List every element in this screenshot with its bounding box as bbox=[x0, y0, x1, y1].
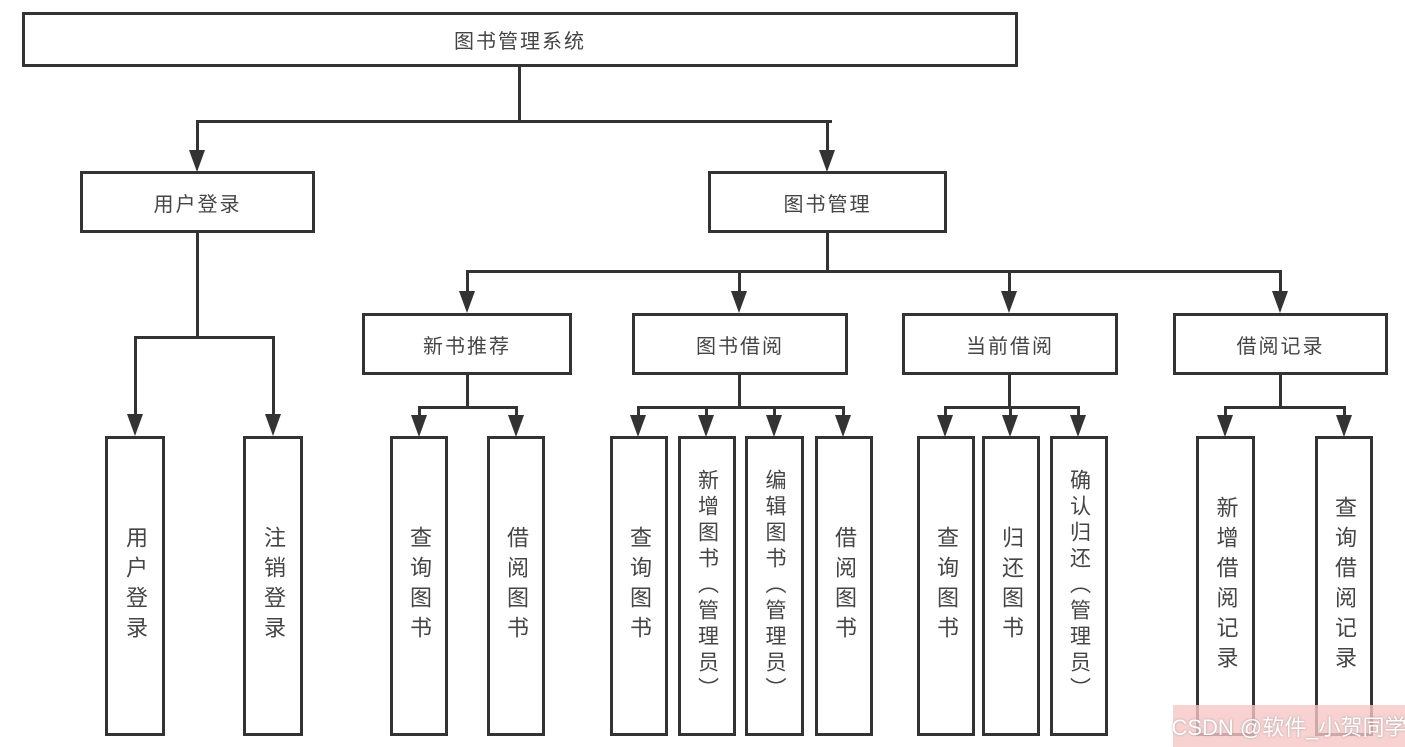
connector-arrow bbox=[1070, 415, 1086, 437]
connector-line bbox=[418, 406, 421, 418]
leaf-cb-confirm-return-admin: 确认归还（管理员） bbox=[1050, 436, 1108, 736]
connector-arrow bbox=[766, 415, 782, 437]
node-label: 注销登录 bbox=[261, 526, 286, 646]
node-label: 借阅图书 bbox=[504, 526, 529, 646]
connector-line bbox=[1279, 270, 1282, 293]
connector-arrow bbox=[937, 415, 953, 437]
connector-arrow bbox=[731, 291, 747, 313]
connector-arrow bbox=[1272, 291, 1288, 313]
connector-line bbox=[196, 233, 199, 338]
node-label: 图书管理 bbox=[783, 193, 872, 216]
connector-arrow bbox=[1217, 415, 1233, 437]
leaf-cb-return-books: 归还图书 bbox=[982, 436, 1040, 736]
connector-arrow bbox=[127, 414, 143, 436]
csdn-watermark-text: CSDN @软件_小贺同学 bbox=[1171, 715, 1405, 740]
connector-line bbox=[196, 120, 832, 123]
connector-arrow bbox=[1002, 415, 1018, 437]
connector-arrow bbox=[698, 415, 714, 437]
leaf-br-add-record: 新增借阅记录 bbox=[1196, 436, 1255, 736]
node-label: 新书推荐 bbox=[423, 335, 511, 358]
node-book-borrow: 图书借阅 bbox=[632, 313, 848, 375]
connector-arrow bbox=[630, 415, 646, 437]
connector-line bbox=[1009, 406, 1012, 418]
node-label: 查询图书 bbox=[407, 526, 432, 646]
leaf-br-query-record: 查询借阅记录 bbox=[1315, 436, 1373, 736]
node-new-book-recommend: 新书推荐 bbox=[362, 313, 572, 375]
connector-line bbox=[773, 406, 776, 418]
connector-line bbox=[196, 120, 199, 152]
connector-line bbox=[705, 406, 708, 418]
connector-line bbox=[637, 406, 640, 418]
connector-line bbox=[134, 336, 275, 339]
node-book-management: 图书管理 bbox=[708, 171, 947, 233]
connector-line bbox=[637, 406, 845, 409]
connector-line bbox=[826, 233, 829, 272]
leaf-bb-borrow-books: 借阅图书 bbox=[815, 436, 873, 736]
node-label: 查询图书 bbox=[934, 526, 959, 646]
connector-arrow bbox=[819, 150, 835, 172]
connector-line bbox=[466, 270, 469, 293]
connector-line bbox=[738, 375, 741, 409]
node-label: 用户登录 bbox=[123, 526, 148, 646]
node-user-login: 用户登录 bbox=[80, 171, 315, 233]
connector-line bbox=[1008, 375, 1011, 409]
connector-arrow bbox=[835, 415, 851, 437]
node-label: 查询借阅记录 bbox=[1332, 496, 1357, 676]
leaf-rec-borrow-books: 借阅图书 bbox=[487, 436, 545, 736]
connector-line bbox=[1343, 406, 1346, 418]
leaf-user-login: 用户登录 bbox=[105, 436, 165, 736]
connector-arrow bbox=[508, 415, 524, 437]
connector-arrow bbox=[1001, 291, 1017, 313]
connector-line bbox=[1077, 406, 1080, 418]
node-label: 当前借阅 bbox=[966, 335, 1054, 358]
node-label: 图书管理系统 bbox=[454, 31, 586, 53]
connector-arrow bbox=[411, 415, 427, 437]
node-label: 用户登录 bbox=[153, 193, 242, 216]
connector-line bbox=[272, 336, 275, 416]
connector-line bbox=[418, 406, 518, 409]
connector-line bbox=[842, 406, 845, 418]
connector-arrow bbox=[265, 414, 281, 436]
leaf-bb-edit-books-admin: 编辑图书（管理员） bbox=[745, 436, 804, 736]
connector-arrow bbox=[459, 291, 475, 313]
connector-line bbox=[944, 406, 947, 418]
node-label: 借阅记录 bbox=[1236, 335, 1325, 358]
leaf-bb-query-books: 查询图书 bbox=[610, 436, 668, 736]
connector-line bbox=[738, 270, 741, 293]
node-label: 查询图书 bbox=[627, 526, 652, 646]
node-label: 新增图书（管理员） bbox=[695, 469, 719, 703]
connector-arrow bbox=[1336, 415, 1352, 437]
csdn-watermark: CSDN @软件_小贺同学 bbox=[1171, 705, 1405, 747]
connector-line bbox=[1008, 270, 1011, 293]
leaf-rec-query-books: 查询图书 bbox=[390, 436, 448, 736]
node-label: 编辑图书（管理员） bbox=[763, 469, 786, 703]
connector-line bbox=[826, 120, 829, 152]
connector-line bbox=[518, 67, 521, 123]
connector-line bbox=[134, 336, 137, 416]
node-root: 图书管理系统 bbox=[22, 12, 1018, 67]
connector-line bbox=[515, 406, 518, 418]
node-current-borrow: 当前借阅 bbox=[902, 313, 1118, 375]
connector-line bbox=[1279, 375, 1282, 409]
node-label: 借阅图书 bbox=[832, 526, 857, 646]
node-label: 新增借阅记录 bbox=[1213, 496, 1239, 676]
connector-arrow bbox=[189, 150, 205, 172]
connector-line bbox=[944, 406, 1080, 409]
connector-line bbox=[1224, 406, 1346, 409]
node-label: 图书借阅 bbox=[696, 335, 784, 358]
connector-line bbox=[466, 375, 469, 409]
leaf-logout: 注销登录 bbox=[243, 436, 303, 736]
leaf-bb-add-books-admin: 新增图书（管理员） bbox=[678, 436, 736, 736]
connector-line bbox=[466, 270, 1282, 273]
node-label: 归还图书 bbox=[999, 526, 1024, 646]
leaf-cb-query-books: 查询图书 bbox=[917, 436, 975, 736]
node-borrow-records: 借阅记录 bbox=[1173, 313, 1388, 375]
node-label: 确认归还（管理员） bbox=[1067, 469, 1091, 703]
connector-line bbox=[1224, 406, 1227, 418]
